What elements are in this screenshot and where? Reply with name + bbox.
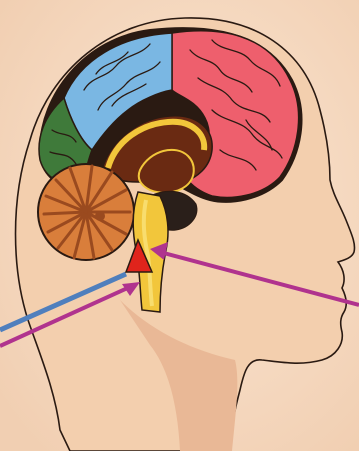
- cerebellum-core: [95, 211, 105, 221]
